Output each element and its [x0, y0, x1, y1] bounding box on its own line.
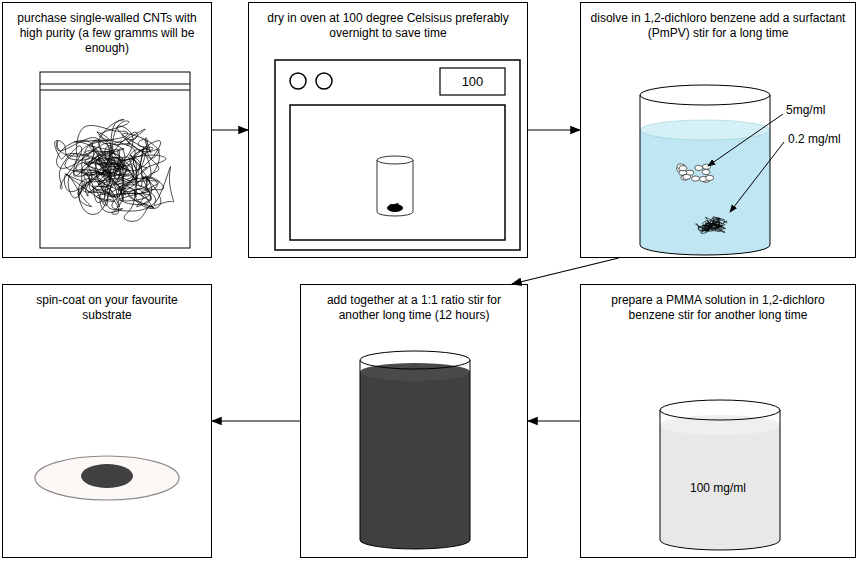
flow-arrow	[512, 258, 619, 284]
beaker-solution	[640, 85, 784, 255]
oven-display: 100	[440, 74, 505, 90]
step-text: add together at a 1:1 ratio stir for ano…	[301, 285, 527, 323]
purchase-box: purchase single-walled CNTs with high pu…	[2, 2, 212, 258]
concentration-label: 100 mg/ml	[690, 481, 746, 495]
substrate-disk	[35, 456, 179, 500]
step-text: disolve in 1,2-dichloro benzene add a su…	[581, 3, 855, 41]
step-text: spin-coat on your favourite substrate	[3, 285, 211, 323]
pmma-box: prepare a PMMA solution in 1,2-dichloro …	[580, 284, 856, 558]
dissolve-box: disolve in 1,2-dichloro benzene add a su…	[580, 2, 856, 258]
beaker-mixture	[360, 351, 470, 549]
spin-coat-box: spin-coat on your favourite substrate	[2, 284, 212, 558]
flow-arrow	[212, 129, 248, 130]
drying-box: dry in oven at 100 degree Celsisus prefe…	[248, 2, 528, 258]
flow-arrow	[212, 420, 300, 421]
step-text: prepare a PMMA solution in 1,2-dichloro …	[581, 285, 855, 323]
flow-arrow	[528, 420, 580, 421]
oven	[275, 60, 520, 250]
concentration-label: 0.2 mg/ml	[788, 132, 841, 146]
step-text: purchase single-walled CNTs with high pu…	[3, 3, 211, 56]
cnt-bag	[40, 72, 190, 248]
concentration-label: 5mg/ml	[786, 103, 825, 117]
step-text: dry in oven at 100 degree Celsisus prefe…	[249, 3, 527, 41]
mixing-box: add together at a 1:1 ratio stir for ano…	[300, 284, 528, 558]
beaker-pmma	[660, 400, 780, 550]
flow-arrow	[528, 129, 580, 130]
